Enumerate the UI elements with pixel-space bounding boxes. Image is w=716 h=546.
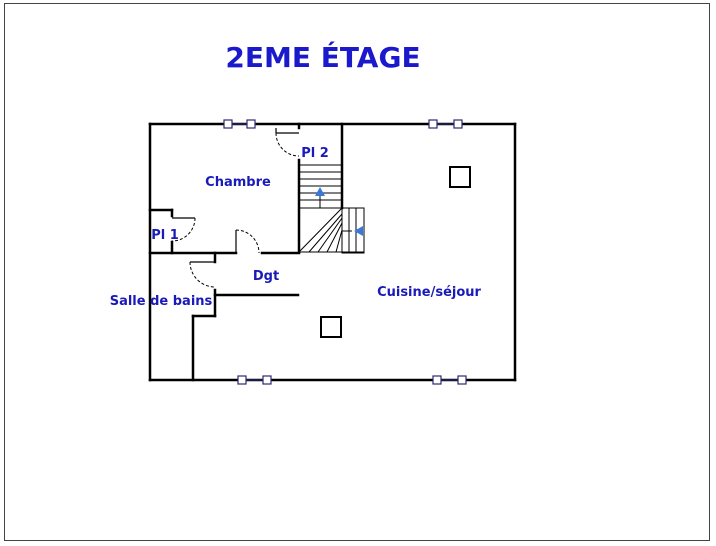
label-chambre: Chambre (205, 175, 271, 190)
staircase (298, 164, 365, 254)
window-top-left (223, 119, 256, 129)
window-top-right (428, 119, 463, 129)
stair-arrow-up (315, 187, 325, 196)
stair-arrow-left (354, 226, 363, 236)
window-bottom-right (432, 375, 467, 385)
chimney-bottom (320, 316, 342, 338)
label-pl1: Pl 1 (151, 228, 179, 243)
doors (171, 128, 300, 288)
interior-walls (148, 122, 344, 382)
label-salle-de-bains: Salle de bains (110, 294, 213, 309)
floor-title: 2EME ÉTAGE (225, 40, 420, 74)
label-pl2: Pl 2 (301, 146, 329, 161)
page-frame (4, 3, 710, 541)
room-labels: Chambre Pl 2 Pl 1 Dgt Salle de bains Cui… (110, 146, 482, 309)
window-bottom-left (237, 375, 272, 385)
windows (223, 119, 467, 385)
label-dgt: Dgt (253, 269, 279, 284)
label-cuisine-sejour: Cuisine/séjour (377, 285, 481, 300)
chimney-top (449, 166, 471, 188)
